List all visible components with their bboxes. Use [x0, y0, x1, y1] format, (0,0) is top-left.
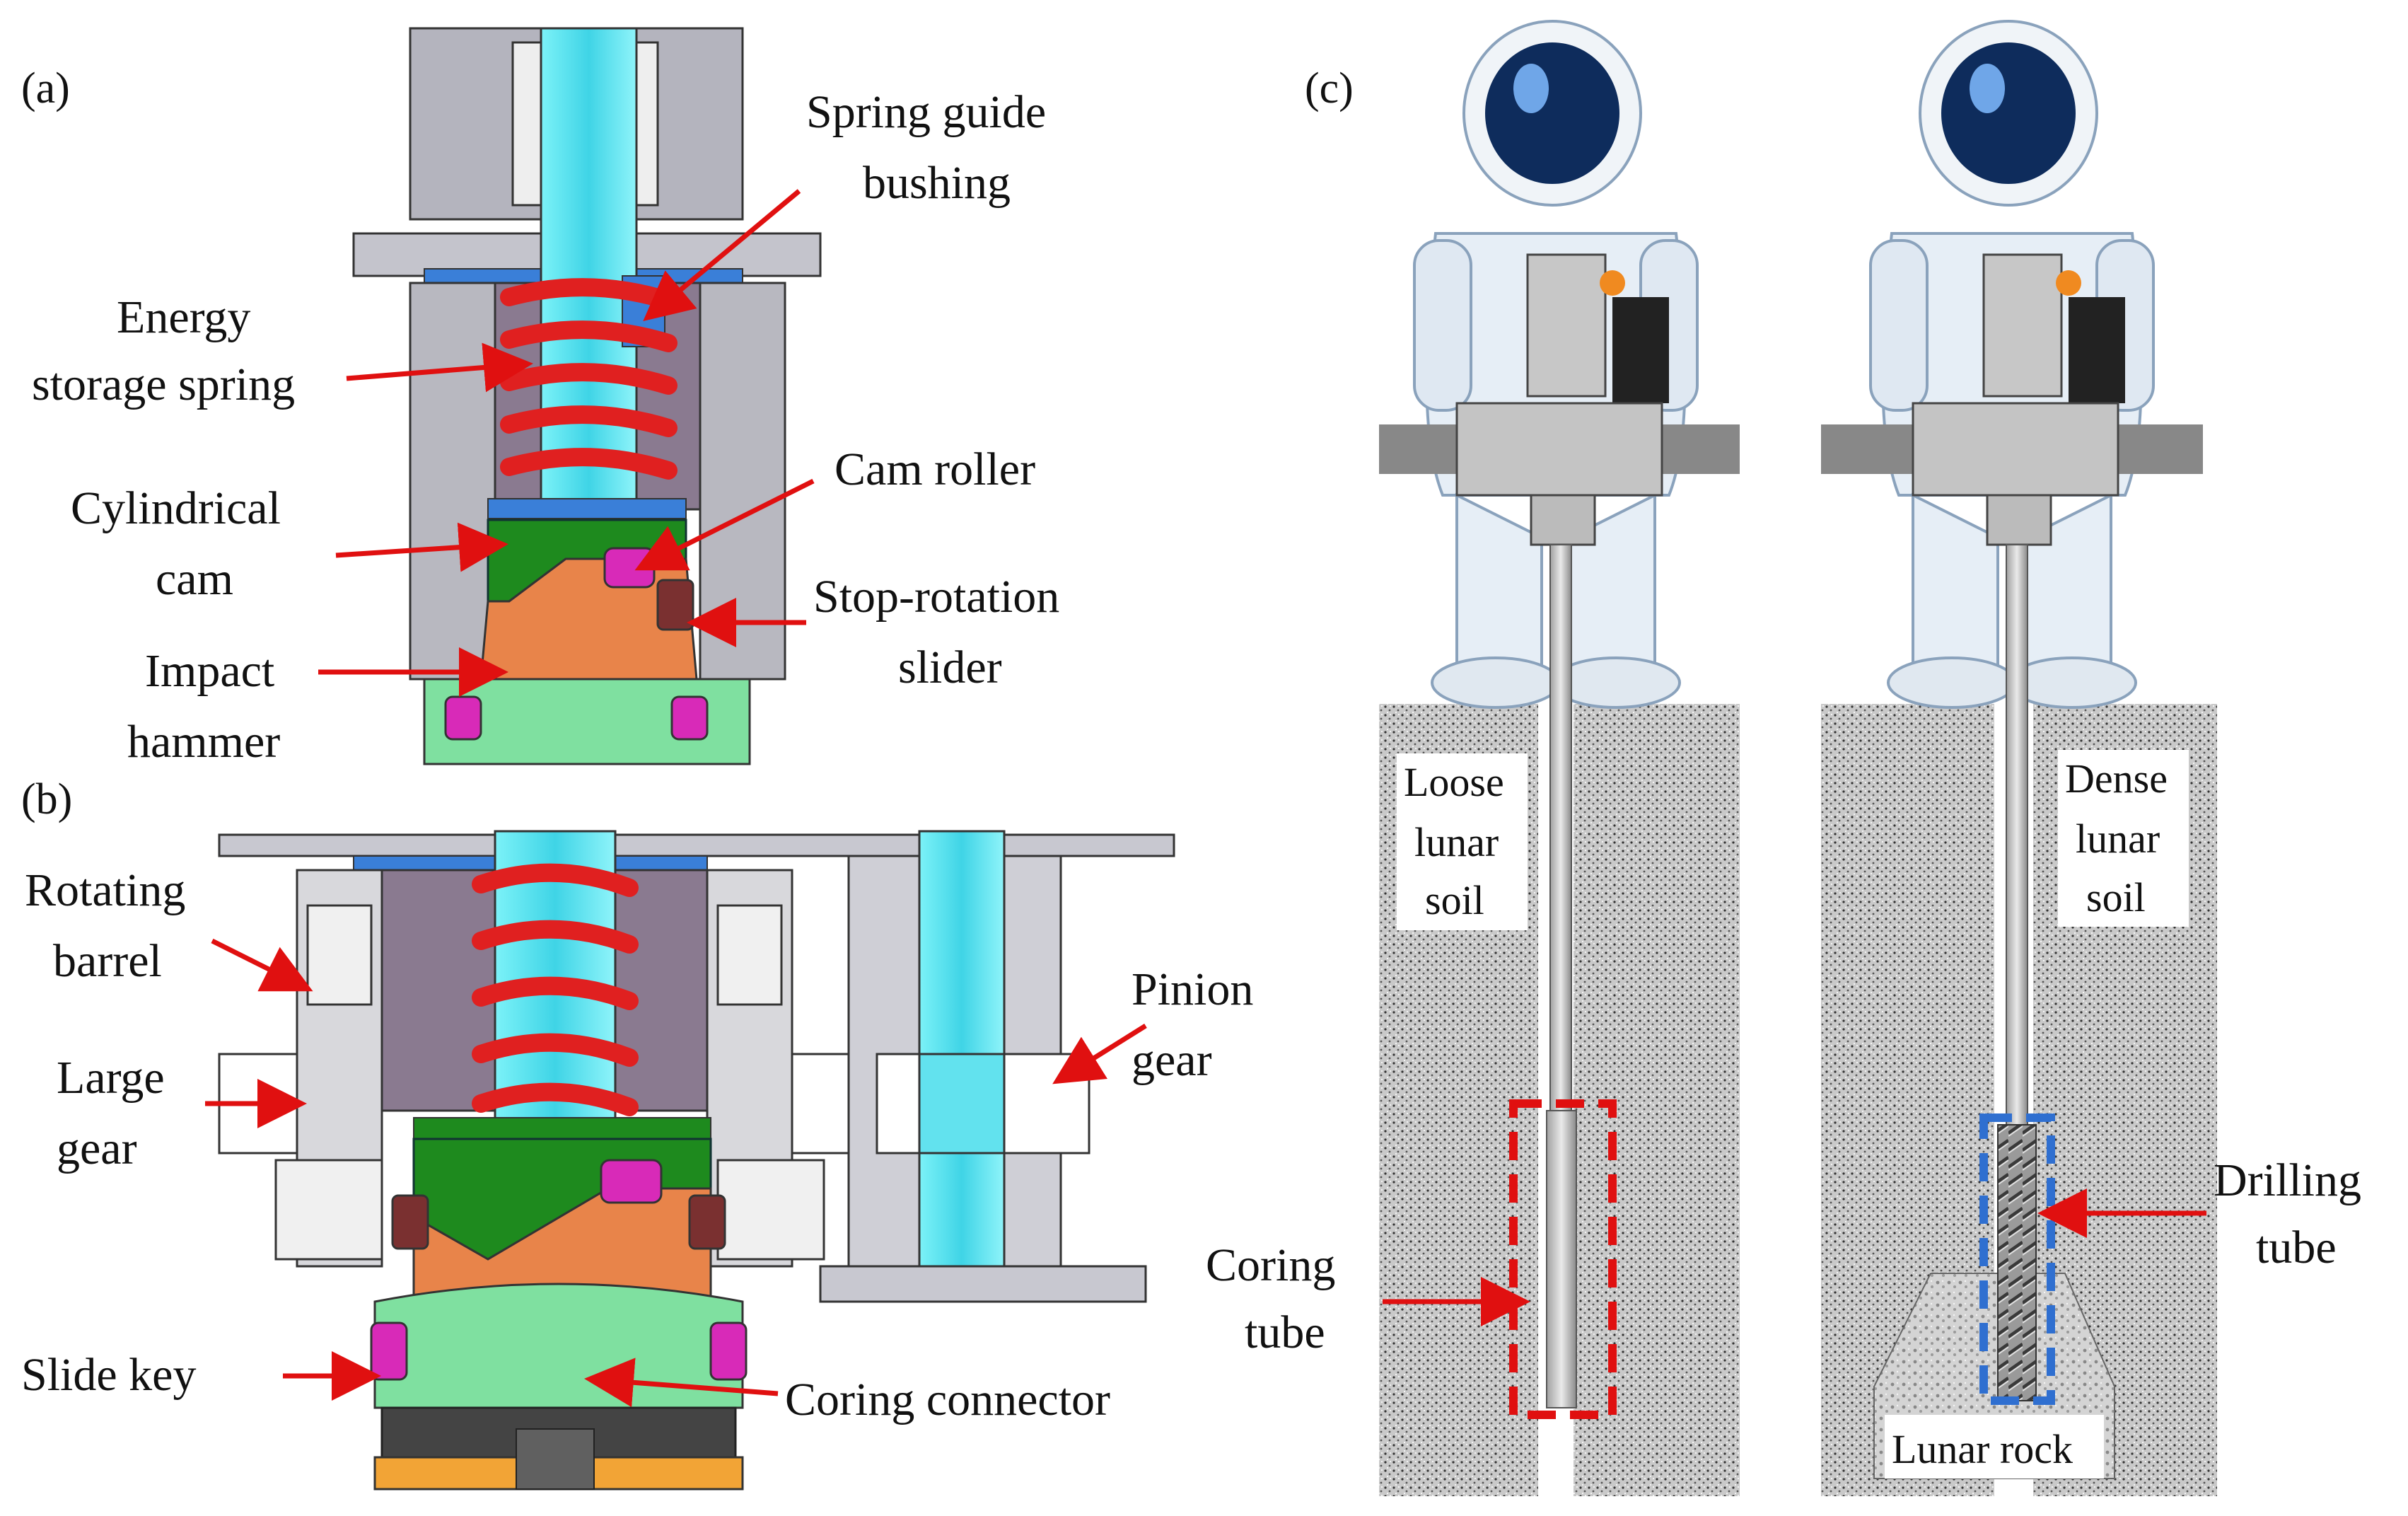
- label-spring-guide-2: bushing: [863, 157, 1011, 209]
- label-loose-2: lunar: [1414, 819, 1499, 865]
- panel-a-drawing: [352, 27, 822, 765]
- coring-tube: [1546, 1110, 1577, 1408]
- cam-plate-b: [413, 1117, 711, 1140]
- astronaut-left: [1379, 20, 1740, 709]
- dense-soil-label-box: [2058, 750, 2189, 927]
- label-drilling-2: tube: [2256, 1222, 2337, 1273]
- label-loose-1: Loose: [1404, 759, 1504, 805]
- arrow-pinion-gear: [1052, 1024, 1147, 1084]
- label-coring-connector: Coring connector: [785, 1374, 1110, 1425]
- coring-connector-b: [373, 1283, 744, 1409]
- label-pinion-1: Pinion: [1132, 964, 1253, 1015]
- label-rotating-1: Rotating: [25, 864, 185, 916]
- stop-slider-b-left: [391, 1194, 429, 1250]
- label-coring-2: tube: [1245, 1307, 1325, 1358]
- pinion-base: [819, 1265, 1147, 1303]
- label-large-2: gear: [57, 1123, 137, 1174]
- labels-b: Rotating barrel Large gear Pinion gear S…: [21, 864, 1253, 1425]
- stop-slider-b-right: [688, 1194, 726, 1250]
- slide-key-right: [709, 1321, 748, 1381]
- callout-arrows: [205, 189, 2206, 1408]
- labels-a: Spring guide bushing Energy storage spri…: [32, 86, 1059, 768]
- arrow-cam-roller: [634, 478, 815, 571]
- label-spring-guide-1: Spring guide: [806, 86, 1046, 138]
- slide-key-left: [370, 1321, 408, 1381]
- bearing-b-left-bot: [274, 1159, 383, 1261]
- cam-top-plate: [487, 498, 687, 519]
- key-a-right: [670, 695, 709, 741]
- top-plate-b: [218, 833, 1175, 857]
- label-energy-1: Energy: [117, 291, 250, 343]
- bearing-b-left-top: [306, 904, 373, 1006]
- bearing-b-right-bot: [716, 1159, 825, 1261]
- drilling-tube-box: [1979, 1113, 2055, 1405]
- arrow-coring-connector: [584, 1358, 779, 1408]
- label-pinion-2: gear: [1132, 1034, 1212, 1086]
- panel-b-label: (b): [21, 775, 72, 823]
- cam-roller-a: [603, 547, 656, 589]
- label-loose-3: soil: [1425, 877, 1484, 923]
- astronaut-right: [1821, 20, 2203, 709]
- label-energy-2: storage spring: [32, 359, 295, 410]
- panel-c-label: (c): [1305, 64, 1354, 112]
- panel-a-label: (a): [21, 64, 70, 112]
- panel-b-drawing: [218, 830, 1175, 1491]
- panel-c-drawing: [1379, 20, 2217, 1496]
- arrow-rotating-barrel: [211, 938, 313, 992]
- labels-c: Loose lunar soil Dense lunar soil Coring…: [1206, 756, 2361, 1472]
- panel-letters: (a) (b) (c): [21, 64, 1354, 823]
- label-impact-2: hammer: [127, 716, 280, 768]
- barrel-left-a: [409, 282, 496, 681]
- drill-rod-left: [1549, 544, 1572, 1111]
- key-a-left: [444, 695, 482, 741]
- label-dense-2: lunar: [2076, 816, 2160, 862]
- pinion-gear-center: [918, 1053, 1006, 1155]
- label-slide-key: Slide key: [21, 1349, 196, 1401]
- drill-rod-right: [2006, 544, 2028, 1126]
- barrel-right-a: [699, 282, 786, 681]
- label-cylindrical-1: Cylindrical: [71, 482, 281, 534]
- label-dense-1: Dense: [2065, 756, 2168, 802]
- stop-slider-a: [656, 579, 694, 631]
- arrow-cylindrical-cam: [335, 522, 508, 572]
- energy-spring-a: [500, 278, 677, 480]
- drilling-tube: [1997, 1124, 2037, 1401]
- label-stop-rotation-2: slider: [898, 642, 1002, 693]
- label-lunar-rock: Lunar rock: [1892, 1426, 2073, 1472]
- label-coring-1: Coring: [1206, 1239, 1335, 1291]
- label-impact-1: Impact: [145, 645, 274, 697]
- lunar-rock-label-box: [1885, 1415, 2104, 1479]
- label-large-1: Large: [57, 1052, 165, 1104]
- arrow-spring-guide: [643, 189, 801, 321]
- label-drilling-1: Drilling: [2214, 1155, 2361, 1206]
- label-stop-rotation-1: Stop-rotation: [813, 571, 1059, 623]
- label-rotating-2: barrel: [53, 935, 162, 987]
- label-dense-3: soil: [2086, 874, 2146, 920]
- cam-roller-b: [600, 1159, 663, 1204]
- bearing-b-right-top: [716, 904, 783, 1006]
- label-cylindrical-2: cam: [156, 553, 233, 605]
- energy-spring-b: [472, 863, 639, 1116]
- label-cam-roller: Cam roller: [834, 444, 1035, 495]
- coring-tube-box: [1509, 1099, 1617, 1419]
- thread-b: [516, 1428, 595, 1490]
- loose-soil-label-box: [1397, 753, 1528, 930]
- arrow-energy-spring: [346, 342, 533, 393]
